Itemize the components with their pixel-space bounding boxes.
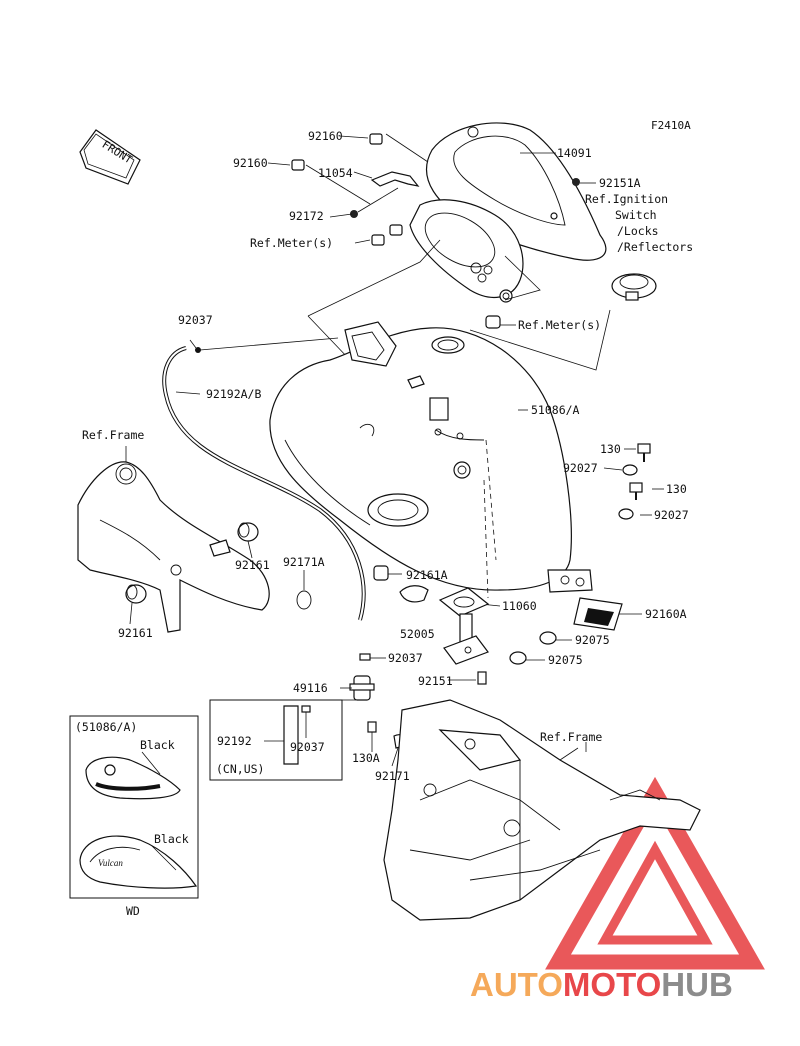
label-ref-frame-left: Ref.Frame: [82, 428, 144, 442]
grommet-92161A-icon: [373, 565, 389, 581]
diagram-code: F2410A: [651, 119, 691, 132]
watermark-hub: HUB: [661, 966, 733, 1003]
ignition-cap-icon: [611, 273, 657, 301]
washer-92027-b-icon: [618, 508, 634, 520]
watermark-auto: AUTO: [470, 966, 563, 1003]
label-130A: 130A: [352, 751, 380, 765]
label-92171: 92171: [375, 769, 410, 783]
inset-title: (51086/A): [75, 720, 137, 734]
bolt-130-b-icon: [629, 482, 643, 500]
label-92172: 92172: [289, 209, 324, 223]
label-ref-ignition-4: /Reflectors: [617, 240, 693, 254]
grommet-ref-meter-lower-icon: [485, 315, 501, 329]
label-92160-top: 92160: [308, 129, 343, 143]
label-92161A: 92161A: [406, 568, 448, 582]
grommet-92160-left-icon: [291, 159, 305, 171]
label-92037-mid: 92037: [388, 651, 423, 665]
watermark-moto: MOTO: [563, 966, 661, 1003]
fuel-pump-52005-icon: [443, 613, 489, 665]
inset-logo-text: Vulcan: [98, 858, 123, 868]
front-arrow-icon: FRONT: [79, 129, 141, 185]
leader-lines-upper: [267, 133, 611, 371]
bracket-11054-icon: [370, 171, 420, 187]
frame-right-part: [383, 699, 701, 921]
label-92192AB: 92192A/B: [206, 387, 261, 401]
watermark-logo-icon: [545, 776, 765, 970]
bolt-130-a-icon: [637, 443, 651, 462]
clamp-92037-mid-icon: [359, 653, 386, 661]
grommet-92160-top-icon: [369, 133, 383, 145]
grommet-92161-a-icon: [237, 522, 259, 559]
gasket-11060-icon: [399, 585, 490, 617]
label-92037-box: 92037: [290, 740, 325, 754]
label-92027-a: 92027: [563, 461, 598, 475]
inset-black-2: Black: [154, 832, 189, 846]
label-51086A: 51086/A: [531, 403, 580, 417]
cn-us-box: [209, 699, 356, 781]
bolt-92151-icon: [477, 671, 487, 685]
inset-footer: WD: [126, 904, 140, 918]
inset-box: Vulcan: [69, 715, 199, 899]
label-92161-b: 92161: [118, 626, 153, 640]
grommet-92161-b-icon: [125, 584, 147, 625]
label-ref-meter-lower: Ref.Meter(s): [518, 318, 601, 332]
grommets-ref-meter-icon: [371, 224, 403, 246]
label-130-b: 130: [666, 482, 687, 496]
label-92075-a: 92075: [575, 633, 610, 647]
dashed-guides: [483, 439, 497, 599]
fitting-49116-icon: [340, 675, 375, 701]
label-92171A: 92171A: [283, 555, 325, 569]
label-92027-b: 92027: [654, 508, 689, 522]
label-ref-ignition-2: Switch: [615, 208, 657, 222]
inset-black-1: Black: [140, 738, 175, 752]
label-cn-us: (CN,US): [216, 762, 264, 776]
label-52005: 52005: [400, 627, 435, 641]
label-14091: 14091: [557, 146, 592, 160]
label-92161-a: 92161: [235, 558, 270, 572]
label-11054: 11054: [318, 166, 353, 180]
grommet-92075-a-icon: [539, 631, 557, 645]
fuel-hose-92192AB-icon: [162, 337, 366, 621]
frame-left-part: [77, 446, 270, 633]
label-ref-frame-right: Ref.Frame: [540, 730, 602, 744]
grommet-92075-b-icon: [509, 651, 527, 665]
label-ref-ignition-1: Ref.Ignition: [585, 192, 668, 206]
washer-92027-a-icon: [622, 464, 638, 476]
watermark-text: AUTOMOTOHUB: [470, 966, 733, 1003]
label-92160A: 92160A: [645, 607, 687, 621]
bolt-130A-icon: [367, 721, 377, 752]
label-92151: 92151: [418, 674, 453, 688]
bolt-92172-icon: [350, 210, 358, 218]
bolt-92151A-icon: [572, 178, 580, 186]
label-130-a: 130: [600, 442, 621, 456]
fuel-tank-part: [269, 321, 593, 593]
label-92192: 92192: [217, 734, 252, 748]
label-92160-left: 92160: [233, 156, 268, 170]
label-92037-top: 92037: [178, 313, 213, 327]
label-49116: 49116: [293, 681, 328, 695]
label-ref-meter-upper: Ref.Meter(s): [250, 236, 333, 250]
label-ref-ignition-3: /Locks: [617, 224, 659, 238]
label-11060: 11060: [502, 599, 537, 613]
clip-92171A-icon: [296, 570, 312, 610]
label-92075-b: 92075: [548, 653, 583, 667]
label-92151A: 92151A: [599, 176, 641, 190]
pad-92160A-icon: [573, 597, 623, 631]
